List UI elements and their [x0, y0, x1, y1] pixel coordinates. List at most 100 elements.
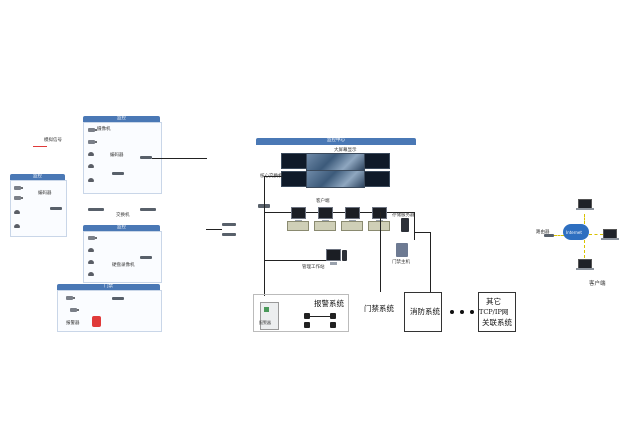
video-wall-cell [306, 153, 365, 171]
alarm-device-icon [304, 313, 310, 319]
decoder-host-icon [314, 221, 336, 231]
dome-camera-icon [88, 178, 94, 182]
link-dashed [554, 235, 564, 236]
panel3-header: 监控 [83, 225, 160, 231]
link-dashed [584, 240, 586, 258]
fire-system-box [404, 292, 442, 332]
decoder-host-icon [368, 221, 390, 231]
link-line [430, 232, 431, 292]
client-label: 客户端 [589, 281, 606, 287]
server-label: 存储服务器 [392, 213, 415, 218]
workstation-tower-icon [342, 250, 347, 261]
link-line [264, 260, 326, 261]
dome-camera-icon [88, 272, 94, 276]
link-line [264, 176, 265, 296]
device-label: 交换机 [116, 213, 130, 218]
dome-camera-icon [88, 248, 94, 252]
laptop-icon [601, 229, 619, 240]
link-line [264, 176, 282, 177]
camera-icon [14, 196, 23, 200]
alarm-system-label: 报警系统 [314, 299, 344, 308]
switch-icon [140, 208, 156, 211]
dome-camera-icon [14, 224, 20, 228]
alarm-device-icon [304, 322, 310, 328]
server-tower-icon [401, 218, 409, 232]
link-line [206, 229, 222, 230]
decoder-host-icon [287, 221, 309, 231]
alarm-device-icon [330, 322, 336, 328]
video-wall-cell [281, 153, 307, 169]
door-host-label: 门禁主机 [392, 260, 410, 265]
other-system-label-1: 其它 [486, 297, 501, 306]
link-dashed [589, 234, 603, 235]
note-red-line [33, 146, 47, 147]
dome-camera-icon [88, 164, 94, 168]
router-icon [544, 234, 554, 237]
cloud-label: Internet [566, 230, 582, 235]
workstation-monitor-icon [326, 249, 341, 265]
panel4-header: 门禁 [57, 284, 160, 290]
monitor-icon [345, 207, 360, 223]
link-line [264, 212, 414, 213]
camera-icon [88, 236, 97, 240]
fire-system-label: 消防系统 [410, 307, 440, 316]
laptop-icon [576, 259, 594, 270]
decoder-host-icon [341, 221, 363, 231]
encoder-icon [140, 156, 152, 159]
link-line [380, 212, 381, 292]
door-host-icon [396, 243, 408, 257]
device-label: 编码器 [110, 153, 124, 158]
note-label: 模拟信号 [44, 138, 62, 143]
link-line [414, 232, 430, 233]
switch-icon [222, 223, 236, 226]
video-wall-cell [364, 171, 390, 187]
video-wall-cell [364, 153, 390, 169]
alarm-panel-screen [264, 307, 269, 312]
link-line [310, 316, 330, 317]
link-line [414, 212, 415, 240]
wall-label: 大屏幕显示 [334, 148, 357, 153]
panel2-header: 监控 [10, 174, 65, 180]
dvr-icon [140, 256, 152, 259]
camera-icon [88, 140, 97, 144]
switch-icon [222, 233, 236, 236]
door-system-label: 门禁系统 [364, 304, 394, 313]
cloud-icon [563, 224, 589, 240]
sensor-icon [66, 296, 75, 300]
sensor-icon [70, 308, 79, 312]
ellipsis-dot [450, 310, 454, 314]
device-label: 摄像机 [97, 127, 111, 132]
video-wall-cell [306, 170, 365, 188]
ellipsis-dot [460, 310, 464, 314]
alarm-device-icon [330, 313, 336, 319]
workstation-label: 管理工作站 [302, 265, 325, 270]
link-dashed [584, 214, 586, 224]
clients-label: 客户端 [316, 199, 330, 204]
encoder-icon [50, 207, 62, 210]
video-wall-cell [281, 171, 307, 187]
laptop-icon [576, 199, 594, 210]
other-system-box [478, 292, 516, 332]
panel1-header: 监控 [83, 116, 160, 122]
other-system-label-2: TCP/IP网 [479, 308, 509, 316]
alarm-siren-icon [92, 316, 101, 327]
device-label: 硬盘录像机 [112, 263, 135, 268]
monitor-icon [318, 207, 333, 223]
camera-icon [14, 186, 23, 190]
center-header: 监控中心 [256, 138, 416, 145]
dome-camera-icon [88, 152, 94, 156]
other-system-label-3: 关联系统 [482, 318, 512, 327]
alarm-system-frame [253, 294, 349, 332]
alarm-panel-caption: 报警器 [259, 320, 271, 325]
encoder-icon [112, 172, 124, 175]
alarm-controller-icon [112, 297, 124, 300]
link-line [152, 158, 207, 159]
dome-camera-icon [88, 260, 94, 264]
device-label: 编码器 [38, 191, 52, 196]
camera-icon [88, 128, 97, 132]
device-label: 报警器 [66, 321, 80, 326]
node-label: 路由器 [536, 230, 550, 235]
switch-icon [88, 208, 104, 211]
dome-camera-icon [14, 210, 20, 214]
ellipsis-dot [470, 310, 474, 314]
